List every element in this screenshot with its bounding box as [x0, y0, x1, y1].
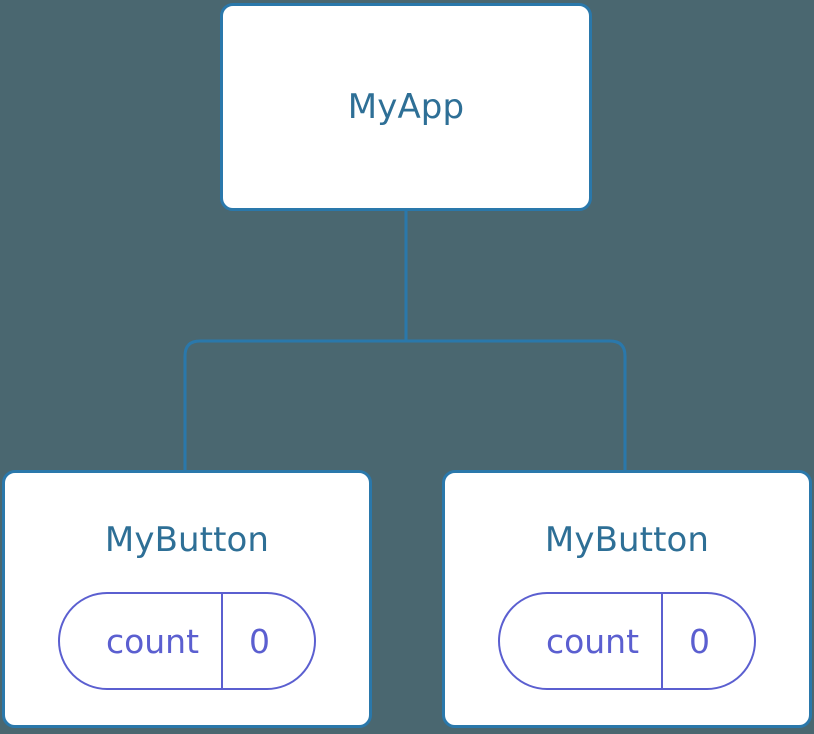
node-title: MyApp [347, 87, 465, 127]
state-key: count [545, 621, 640, 661]
edge-to-child-left [183, 339, 406, 472]
node-title: MyButton [544, 520, 710, 560]
node-title: MyButton [104, 520, 270, 560]
state-pill[interactable]: count 0 [497, 592, 757, 690]
state-pill[interactable]: count 0 [57, 592, 317, 690]
tree-node-mybutton-2[interactable]: MyButton count 0 [442, 470, 812, 728]
tree-node-mybutton-1[interactable]: MyButton count 0 [2, 470, 372, 728]
tree-node-myapp[interactable]: MyApp [220, 3, 592, 211]
state-key: count [105, 621, 200, 661]
state-value: 0 [661, 594, 754, 688]
state-value: 0 [221, 594, 314, 688]
edge-to-child-right [406, 339, 627, 472]
